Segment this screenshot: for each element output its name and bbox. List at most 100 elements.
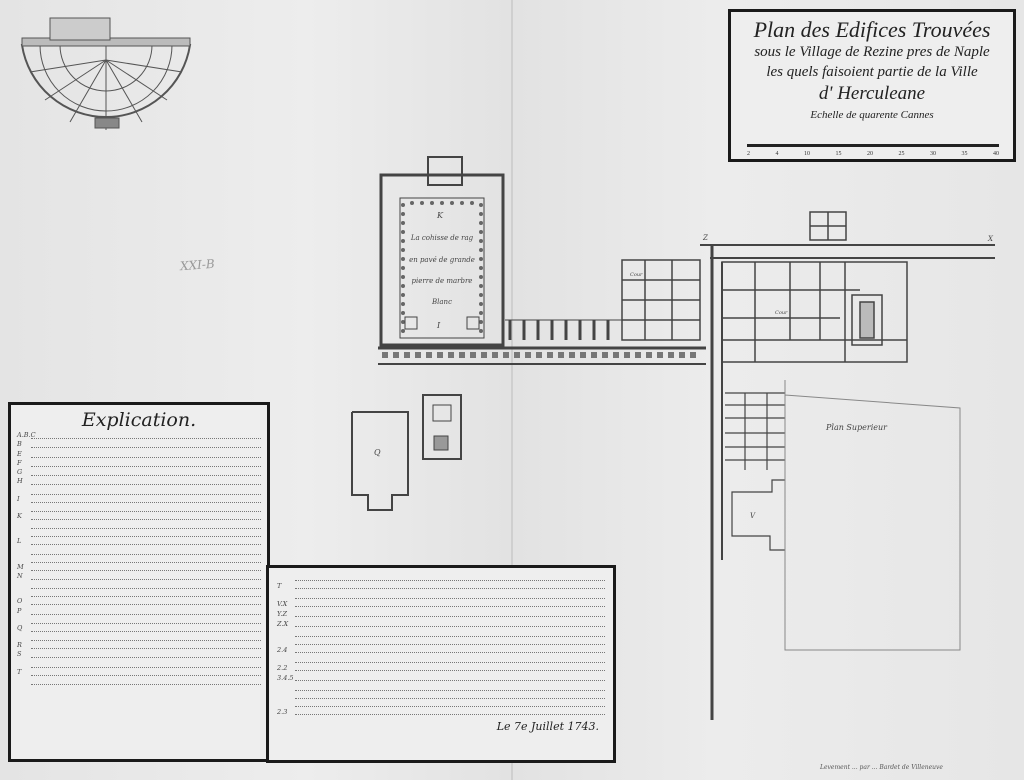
- pier: [657, 352, 663, 358]
- legend-text: [31, 678, 261, 686]
- legend-row: S: [17, 650, 261, 659]
- column: [420, 201, 424, 205]
- legend-key: [17, 660, 31, 668]
- legend-key: B: [17, 440, 22, 449]
- note-key: [277, 655, 295, 663]
- note-key: [277, 683, 295, 691]
- legend-key: [17, 589, 31, 597]
- note-text: [295, 574, 605, 581]
- legend-row: M: [17, 563, 261, 572]
- column: [401, 329, 405, 333]
- legend-text: [31, 651, 261, 659]
- note-key: 2.3: [277, 708, 288, 716]
- legend-text: [31, 661, 261, 668]
- legend-key: N: [17, 571, 23, 580]
- legend-text: [31, 556, 261, 563]
- legend-text: [31, 432, 261, 439]
- title-cartouche: Plan des Edifices Trouvées sous le Villa…: [728, 9, 1016, 162]
- note-key: V.X: [277, 600, 288, 608]
- surveyor-signature: Levement ... par ... Bardet de Villeneuv…: [820, 764, 943, 771]
- legend-row: [17, 529, 261, 538]
- column: [479, 311, 483, 315]
- column: [479, 203, 483, 207]
- legend-row: [17, 521, 261, 530]
- legend-text: [31, 460, 261, 467]
- column: [479, 230, 483, 234]
- note-row: Z.X: [277, 619, 605, 629]
- legend-key: K: [17, 512, 22, 521]
- column: [401, 275, 405, 279]
- legend-text: [31, 522, 261, 530]
- legend-row: [17, 487, 261, 495]
- pier: [426, 352, 432, 358]
- legend-key: H: [17, 477, 23, 486]
- note-row: [277, 691, 605, 699]
- note-row: V.X: [277, 599, 605, 609]
- scale-tick: 2: [747, 151, 750, 157]
- legend-text: [31, 478, 261, 486]
- pier: [481, 352, 487, 358]
- legend-text: [31, 538, 261, 546]
- scale-tick: 25: [898, 151, 905, 157]
- legend-row: K: [17, 512, 261, 521]
- legend-text: [31, 573, 261, 580]
- legend-text: [31, 590, 261, 598]
- court-label-2: Cour: [775, 310, 788, 316]
- legend-row: [17, 616, 261, 624]
- note-key: [277, 629, 295, 637]
- pier: [569, 352, 575, 358]
- note-key: T: [277, 582, 282, 590]
- note-row: [277, 637, 605, 645]
- scale-tick: 30: [930, 151, 936, 157]
- legend-key: F: [17, 458, 22, 467]
- note-key: [277, 637, 295, 645]
- column: [401, 311, 405, 315]
- note-text: [295, 656, 605, 663]
- note-row: [277, 573, 605, 581]
- title-line-3: les quels faisoient partie de la Ville: [766, 64, 978, 80]
- pier: [591, 352, 597, 358]
- pier: [613, 352, 619, 358]
- temple-plan: [378, 156, 706, 365]
- note-row: [277, 683, 605, 691]
- scale-tick: 15: [835, 151, 842, 157]
- pier: [415, 352, 421, 358]
- note-key: [277, 573, 295, 581]
- legend-row: B: [17, 440, 261, 449]
- pier: [448, 352, 454, 358]
- legend-text: [31, 582, 261, 590]
- road-letter-v: V: [750, 512, 756, 520]
- note-text: [295, 708, 605, 715]
- column: [401, 212, 405, 216]
- legend-text: [31, 530, 261, 538]
- pier: [536, 352, 542, 358]
- legend-row: [17, 660, 261, 668]
- legend-text: [31, 488, 261, 495]
- column: [440, 201, 444, 205]
- legend-key: L: [17, 537, 22, 546]
- note-text: [295, 582, 605, 589]
- column: [470, 201, 474, 205]
- legend-row: F: [17, 459, 261, 468]
- legend-row: [17, 504, 261, 513]
- legend-row: H: [17, 477, 261, 486]
- scale-bar: [747, 144, 999, 147]
- temple-note-4: Blanc: [431, 298, 452, 306]
- legend-row: L: [17, 537, 261, 546]
- legend-row: I: [17, 495, 261, 504]
- pier: [547, 352, 553, 358]
- scale-tick: 35: [961, 151, 968, 157]
- pier: [470, 352, 476, 358]
- scale-tick: 40: [993, 151, 999, 157]
- temple-letter-k: K: [436, 211, 444, 220]
- note-text: [295, 692, 605, 699]
- column: [401, 221, 405, 225]
- legend-row: O: [17, 597, 261, 606]
- colonnade-plan: [505, 319, 700, 340]
- note-text: [295, 630, 605, 637]
- legend-row: [17, 633, 261, 642]
- legend-key: [17, 555, 31, 563]
